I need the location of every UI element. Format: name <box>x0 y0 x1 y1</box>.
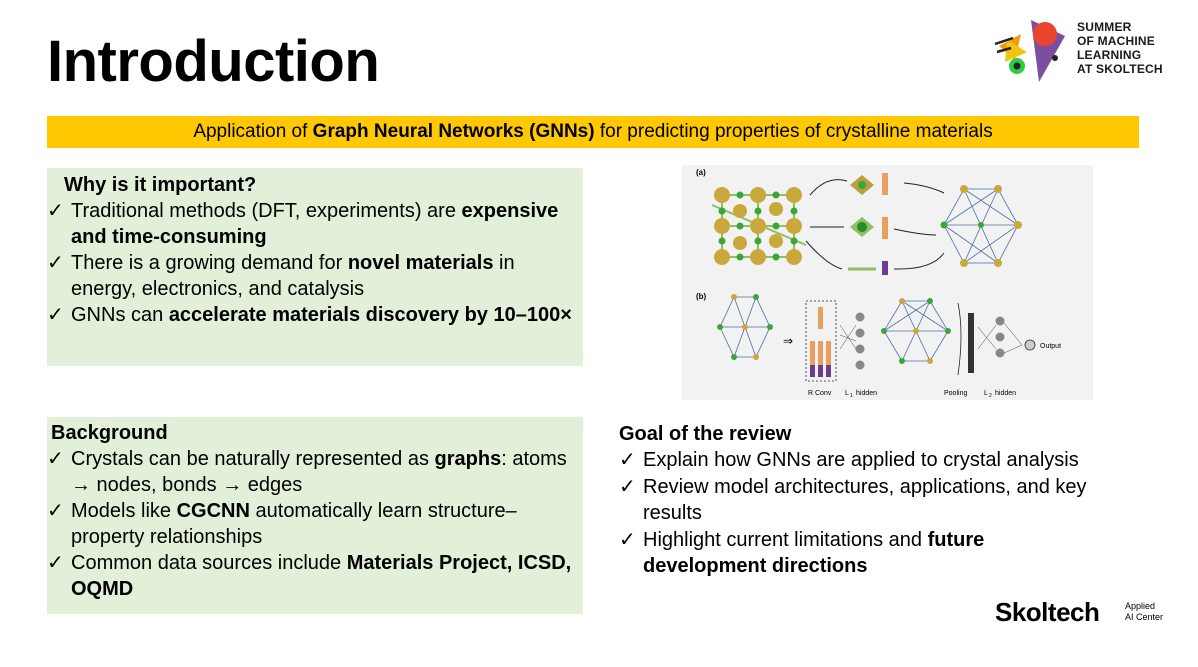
list-item-text: Explain how GNNs are applied to crystal … <box>643 449 1079 471</box>
local-environment-icon <box>848 173 888 275</box>
list-item: ✓ Review model architectures, applicatio… <box>619 474 1099 526</box>
list-item-text: Crystals can be naturally represented as… <box>71 448 567 496</box>
list-item-text: Review model architectures, applications… <box>643 476 1087 524</box>
list-item-text: Traditional methods (DFT, experiments) a… <box>71 200 559 248</box>
hidden-graph-icon <box>881 298 951 364</box>
list-item: ✓ Crystals can be naturally represented … <box>47 446 583 498</box>
goal-heading: Goal of the review <box>619 423 792 445</box>
hidden-layer-2-icon <box>977 316 1036 358</box>
logo-line: LEARNING <box>1077 48 1142 62</box>
hidden1-label: hidden <box>856 390 877 397</box>
check-icon: ✓ <box>619 529 636 551</box>
list-item: ✓ GNNs can accelerate materials discover… <box>47 302 583 328</box>
list-item-text: There is a growing demand for novel mate… <box>71 252 515 300</box>
list-item-text: Common data sources include Materials Pr… <box>71 552 572 600</box>
rconv-label: R Conv <box>808 390 832 397</box>
arrow-icon: ⇒ <box>783 334 793 348</box>
gnn-diagram: (a) (b) <box>696 168 1061 399</box>
input-graph-icon <box>717 294 773 360</box>
summer-school-emblem-icon <box>994 20 1065 82</box>
l1-subscript: 1 <box>850 393 853 399</box>
l1-label: L <box>845 390 849 397</box>
l2-label: L <box>984 390 988 397</box>
feature-vector-icon <box>810 307 831 377</box>
crystal-graph-icon <box>940 185 1022 267</box>
check-icon: ✓ <box>47 200 64 222</box>
hidden-layer-1-icon <box>839 312 865 370</box>
slide-title: Introduction <box>47 29 380 94</box>
list-item: ✓ Common data sources include Materials … <box>47 550 583 602</box>
banner-bold-text: Graph Neural Networks (GNNs) <box>312 121 595 142</box>
list-item: ✓ Traditional methods (DFT, experiments)… <box>47 198 583 250</box>
summer-school-logo: SUMMER OF MACHINE LEARNING AT SKOLTECH <box>993 16 1183 86</box>
logo-line: OF MACHINE <box>1077 34 1155 48</box>
banner-text: for predicting properties of crystalline… <box>594 121 993 142</box>
check-icon: ✓ <box>47 304 64 326</box>
check-icon: ✓ <box>47 252 64 274</box>
panel-b-label: (b) <box>696 292 707 301</box>
skoltech-subtitle-line: AI Center <box>1125 612 1164 622</box>
skoltech-subtitle-line: Applied <box>1125 601 1156 611</box>
skoltech-subtitle: Applied AI Center <box>1125 601 1163 623</box>
why-important-heading: Why is it important? <box>64 174 257 196</box>
list-item: ✓ Models like CGCNN automatically learn … <box>47 498 583 550</box>
list-item-text: Highlight current limitations and future… <box>643 529 985 577</box>
check-icon: ✓ <box>619 449 636 471</box>
banner-text: Application of <box>193 121 313 142</box>
check-icon: ✓ <box>47 448 64 470</box>
output-label: Output <box>1040 343 1061 350</box>
list-item-text: GNNs can accelerate materials discovery … <box>71 304 572 326</box>
logo-line: AT SKOLTECH <box>1077 62 1163 76</box>
why-important-box: Why is it important? ✓ Traditional metho… <box>47 168 583 366</box>
gnn-architecture-figure: (a) (b) <box>682 165 1093 400</box>
output-node-icon <box>1024 339 1036 351</box>
hidden2-label: hidden <box>995 390 1016 397</box>
list-item-text: Models like CGCNN automatically learn st… <box>71 500 517 548</box>
check-icon: ✓ <box>47 552 64 574</box>
crystal-lattice-icon <box>711 187 807 265</box>
l2-subscript: 2 <box>989 393 992 399</box>
check-icon: ✓ <box>619 476 636 498</box>
logo-line: SUMMER <box>1077 20 1132 34</box>
list-item: ✓ Explain how GNNs are applied to crysta… <box>619 447 1099 473</box>
skoltech-logo: Skoltech Applied AI Center <box>995 596 1175 630</box>
list-item: ✓ There is a growing demand for novel ma… <box>47 250 583 302</box>
pooling-vector-icon <box>957 302 974 376</box>
summer-school-logo-text: SUMMER OF MACHINE LEARNING AT SKOLTECH <box>1077 20 1163 76</box>
topic-banner: Application of Graph Neural Networks (GN… <box>47 116 1139 148</box>
skoltech-wordmark: Skoltech <box>995 597 1100 627</box>
goal-section: Goal of the review ✓ Explain how GNNs ar… <box>619 421 1099 580</box>
background-box: Background ✓ Crystals can be naturally r… <box>47 417 583 614</box>
pooling-label: Pooling <box>944 390 967 397</box>
check-icon: ✓ <box>47 500 64 522</box>
list-item: ✓ Highlight current limitations and futu… <box>619 527 1099 579</box>
panel-a-label: (a) <box>696 168 706 177</box>
background-heading: Background <box>51 422 168 444</box>
